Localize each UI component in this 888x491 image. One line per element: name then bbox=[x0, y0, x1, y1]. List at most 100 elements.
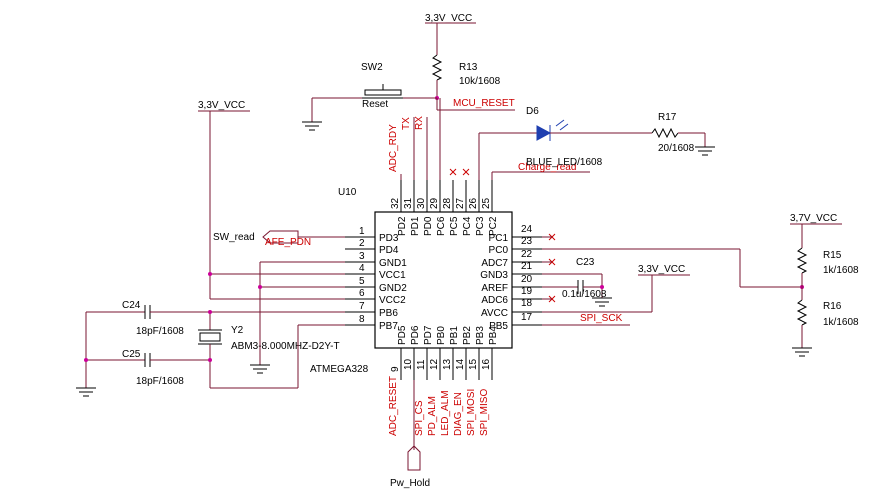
net-afe-pdn: AFE_PDN bbox=[265, 237, 311, 248]
net-mcu-reset: MCU_RESET bbox=[453, 98, 515, 109]
ground-icon-mcu bbox=[250, 364, 270, 374]
net-adc-reset: ADC_RESET bbox=[388, 376, 399, 436]
r13-resistor bbox=[431, 54, 443, 81]
r17-resistor bbox=[651, 127, 679, 139]
pin-num-20: 20 bbox=[521, 274, 533, 285]
pin-num-27: 27 bbox=[455, 197, 466, 209]
pin-num-25: 25 bbox=[481, 197, 492, 209]
pin-name-pc3: PC3 bbox=[475, 216, 486, 236]
u10-top-pins: 32 31 30 29 28 27 26 25 PD2 PD1 PD0 PC6 … bbox=[390, 180, 499, 236]
net-tx: TX bbox=[401, 117, 412, 130]
u10-right-pins: 24 23 22 21 20 19 18 17 PC1 PC0 ADC7 GND… bbox=[480, 224, 542, 332]
vcc-right-label: 3,3V_VCC bbox=[638, 264, 685, 275]
r13-value: 10k/1608 bbox=[459, 76, 501, 87]
pin-num-8: 8 bbox=[359, 314, 365, 325]
pin-num-7: 7 bbox=[359, 301, 365, 312]
pin-num-1: 1 bbox=[359, 226, 365, 237]
pin-num-32: 32 bbox=[390, 197, 401, 209]
c24-ref: C24 bbox=[122, 300, 141, 311]
pin-num-15: 15 bbox=[468, 358, 479, 370]
pin-num-16: 16 bbox=[481, 358, 492, 370]
pin-num-13: 13 bbox=[442, 358, 453, 370]
u10-ref: U10 bbox=[338, 187, 357, 198]
pin-name-pc4: PC4 bbox=[462, 216, 473, 236]
pin-name-avcc: AVCC bbox=[481, 308, 508, 319]
pin-name-pc2: PC2 bbox=[488, 216, 499, 236]
pin-name-gnd2: GND2 bbox=[379, 283, 407, 294]
pin-num-24: 24 bbox=[521, 224, 533, 235]
c25-value: 18pF/1608 bbox=[136, 376, 184, 387]
top-net-labels: ADC_RDY TX RX bbox=[388, 116, 425, 172]
r13-ref: R13 bbox=[459, 62, 478, 73]
pin-num-22: 22 bbox=[521, 249, 533, 260]
pin-name-gnd3: GND3 bbox=[480, 270, 508, 281]
pin-num-17: 17 bbox=[521, 312, 533, 323]
pin-num-5: 5 bbox=[359, 276, 365, 287]
net-pd-alm: PD_ALM bbox=[427, 396, 438, 436]
pin-name-pb4: PB4 bbox=[488, 326, 499, 345]
u10-body bbox=[374, 211, 513, 349]
vcc37-label: 3,7V_VCC bbox=[790, 213, 837, 224]
r15-value: 1k/1608 bbox=[823, 265, 859, 276]
pin-num-28: 28 bbox=[442, 197, 453, 209]
ground-icon-crystal bbox=[76, 387, 96, 397]
c25-ref: C25 bbox=[122, 349, 141, 360]
u10-value: ATMEGA328 bbox=[310, 364, 369, 375]
net-diag-en: DIAG_EN bbox=[453, 392, 464, 436]
pin-name-pb0: PB0 bbox=[436, 326, 447, 345]
pin-num-12: 12 bbox=[429, 358, 440, 370]
d6-led bbox=[515, 119, 569, 141]
net-spi-mosi: SPI_MOSI bbox=[466, 389, 477, 436]
y2-ref: Y2 bbox=[231, 325, 244, 336]
r15-ref: R15 bbox=[823, 250, 842, 261]
pin-name-pd3: PD3 bbox=[379, 233, 399, 244]
pin-num-10: 10 bbox=[403, 358, 414, 370]
c23-ref: C23 bbox=[576, 257, 595, 268]
pin-name-vcc2: VCC2 bbox=[379, 295, 406, 306]
r16-value: 1k/1608 bbox=[823, 317, 859, 328]
sw2-ref: SW2 bbox=[361, 62, 383, 73]
r16-resistor bbox=[796, 299, 808, 326]
y2-value: ABM3-8.000MHZ-D2Y-T bbox=[231, 341, 340, 352]
sw2-switch bbox=[362, 84, 403, 99]
sw2-value: Reset bbox=[362, 99, 388, 110]
vcc-left-label: 3,3V_VCC bbox=[198, 100, 245, 111]
r17-ref: R17 bbox=[658, 112, 677, 123]
pin-name-adc7: ADC7 bbox=[481, 258, 508, 269]
net-adc-rdy: ADC_RDY bbox=[388, 124, 399, 172]
pin-name-vcc1: VCC1 bbox=[379, 270, 406, 281]
pin-name-pd2: PD2 bbox=[397, 216, 408, 236]
net-led-alm: LED_ALM bbox=[440, 390, 451, 436]
pin-name-adc6: ADC6 bbox=[481, 295, 508, 306]
pin-num-11: 11 bbox=[416, 359, 427, 370]
pin-num-14: 14 bbox=[455, 358, 466, 370]
pin-num-23: 23 bbox=[521, 236, 533, 247]
vcc-top-label: 3,3V_VCC bbox=[425, 13, 472, 24]
pin-num-18: 18 bbox=[521, 298, 533, 309]
pin-name-pc5: PC5 bbox=[449, 216, 460, 236]
pin-name-pc6: PC6 bbox=[436, 216, 447, 236]
pin-num-31: 31 bbox=[403, 197, 414, 209]
pin-name-pd4: PD4 bbox=[379, 245, 399, 256]
r17-value: 20/1608 bbox=[658, 143, 695, 154]
pin-num-26: 26 bbox=[468, 197, 479, 209]
pin-num-3: 3 bbox=[359, 251, 365, 262]
bottom-net-labels: ADC_RESET SPI_CS PD_ALM LED_ALM DIAG_EN … bbox=[388, 376, 490, 436]
pin-name-pd1: PD1 bbox=[410, 216, 421, 236]
pin-num-4: 4 bbox=[359, 263, 365, 274]
d6-value: BLUE_LED/1608 bbox=[526, 157, 603, 168]
r16-ref: R16 bbox=[823, 301, 842, 312]
r15-resistor bbox=[796, 247, 808, 274]
d6-ref: D6 bbox=[526, 106, 539, 117]
pin-num-2: 2 bbox=[359, 238, 365, 249]
net-charge-read: Charge_read bbox=[518, 162, 576, 173]
net-spi-cs: SPI_CS bbox=[414, 400, 425, 436]
pin-name-pb1: PB1 bbox=[449, 326, 460, 345]
pin-name-pb2: PB2 bbox=[462, 326, 473, 345]
u10-bottom-pins: 9 10 11 12 13 14 15 16 PD5 PD6 PD7 PB0 P… bbox=[390, 325, 499, 380]
net-rx: RX bbox=[414, 116, 425, 130]
pin-num-29: 29 bbox=[429, 197, 440, 209]
pin-name-pb5: PB5 bbox=[489, 321, 508, 332]
